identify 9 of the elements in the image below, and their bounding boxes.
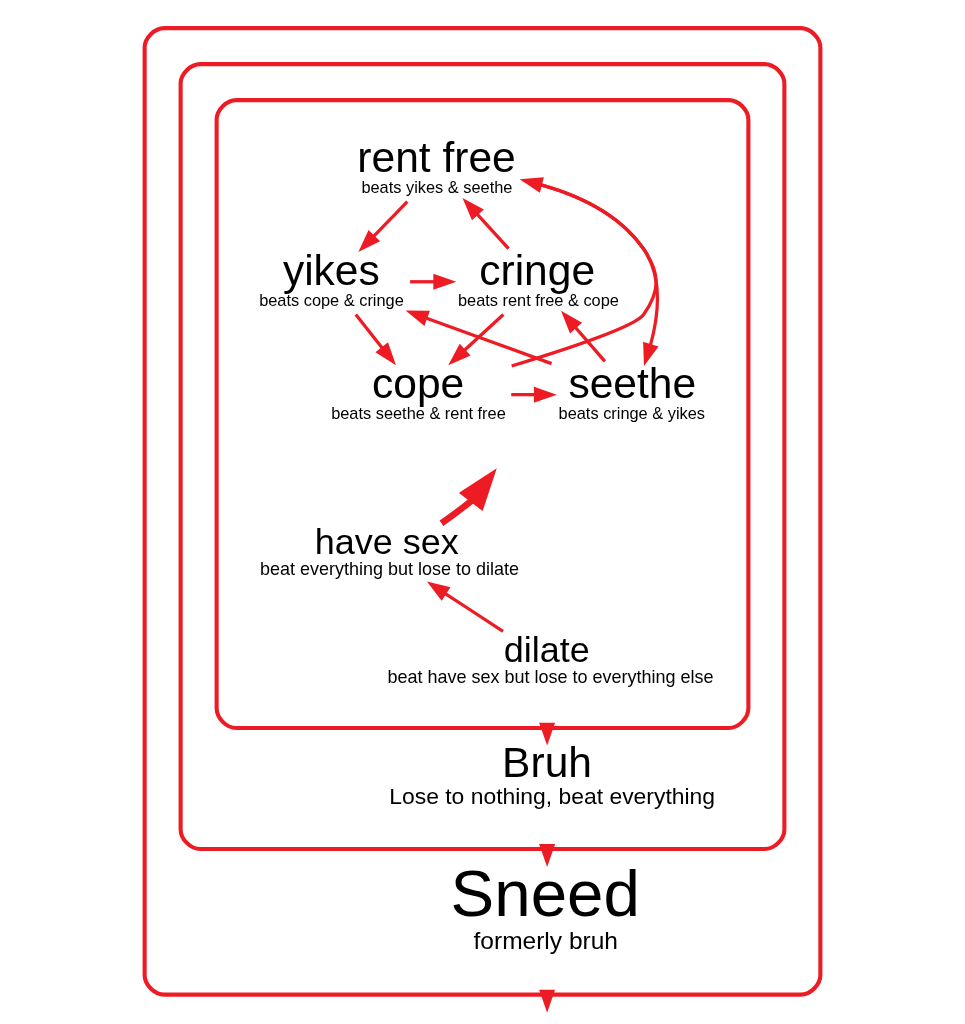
node-text: dilate beat have sex but lose to everything else bbox=[387, 628, 714, 688]
node-text: yikes beats cope & cringe bbox=[259, 245, 404, 310]
node-text: seethe beats cringe & yikes bbox=[558, 358, 705, 423]
node-text: have sex beat everything but lose to dilate bbox=[259, 520, 519, 580]
node-text: Sneed formerly bruh bbox=[450, 857, 640, 954]
node-text: rent free beats yikes & seethe bbox=[357, 132, 516, 197]
node-text: Bruh Lose to nothing, beat everything bbox=[389, 737, 716, 809]
node-text: cope beats seethe & rent free bbox=[331, 358, 506, 423]
node-text: cringe beats rent free & cope bbox=[457, 245, 619, 310]
